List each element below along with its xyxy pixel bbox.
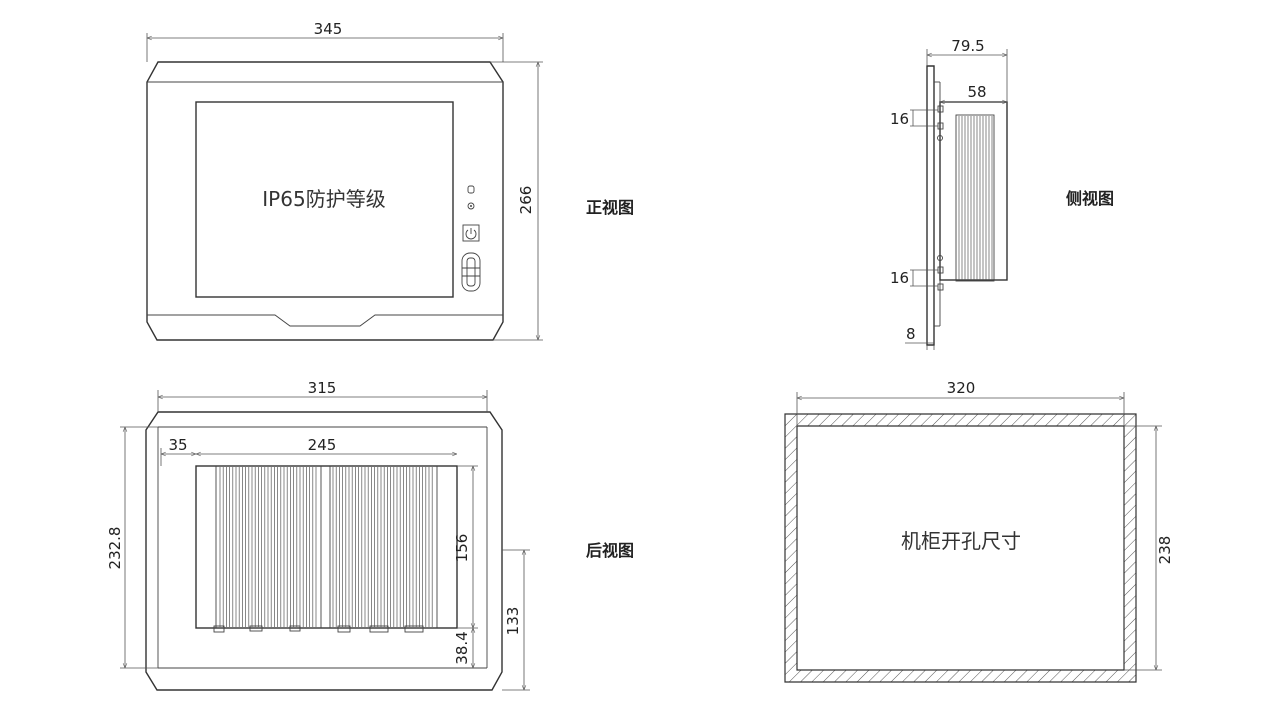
side-view: 79.5 58 16 16 8 侧视图	[890, 37, 1114, 350]
front-width-dim: 345	[314, 20, 343, 38]
sensor-icon	[467, 202, 475, 210]
side-front-panel	[926, 65, 935, 346]
back-view-title: 后视图	[586, 541, 634, 560]
back-connectors	[213, 625, 424, 633]
side-body	[939, 101, 1008, 281]
side-heatsink-fins	[958, 116, 993, 280]
cutout-width-dim: 320	[947, 379, 976, 397]
side-top-offset-dim: 16	[890, 110, 909, 128]
side-heatsink	[955, 114, 995, 282]
side-body-depth-dim: 58	[967, 83, 986, 101]
side-view-title: 侧视图	[1066, 189, 1114, 208]
back-left-offset-dim: 35	[168, 436, 187, 454]
back-body-height-dim: 156	[453, 534, 471, 563]
back-body-width-dim: 245	[308, 436, 337, 454]
front-height-dim: 266	[517, 186, 535, 215]
back-bottom-offset-dim: 38.4	[453, 631, 471, 664]
back-height-dim: 232.8	[106, 527, 124, 570]
front-bottom-notch	[147, 314, 503, 327]
cutout-label: 机柜开孔尺寸	[901, 529, 1021, 553]
power-button-icon	[462, 224, 480, 242]
back-width-dim: 315	[308, 379, 337, 397]
back-mount-height-dim: 133	[504, 607, 522, 636]
back-heatsink-body	[195, 465, 458, 629]
side-panel-thickness-dim: 8	[906, 325, 916, 343]
led-indicator-icon	[467, 185, 475, 194]
front-screen	[195, 101, 454, 298]
cutout-height-dim: 238	[1156, 536, 1174, 565]
front-view-title: 正视图	[586, 198, 634, 217]
back-heatsink-fins	[219, 467, 433, 627]
back-outline	[145, 411, 503, 691]
side-total-depth-dim: 79.5	[951, 37, 984, 55]
front-view: IP65防护等级 345 266 正视图	[146, 20, 634, 341]
back-view: 315 35 245 232.8 156 38.4 133 后视图	[106, 379, 634, 691]
cutout-view: 机柜开孔尺寸 320 238	[784, 379, 1174, 683]
front-screen-label: IP65防护等级	[262, 187, 385, 211]
side-bottom-offset-dim: 16	[890, 269, 909, 287]
usb-port-cover-icon	[461, 252, 481, 292]
